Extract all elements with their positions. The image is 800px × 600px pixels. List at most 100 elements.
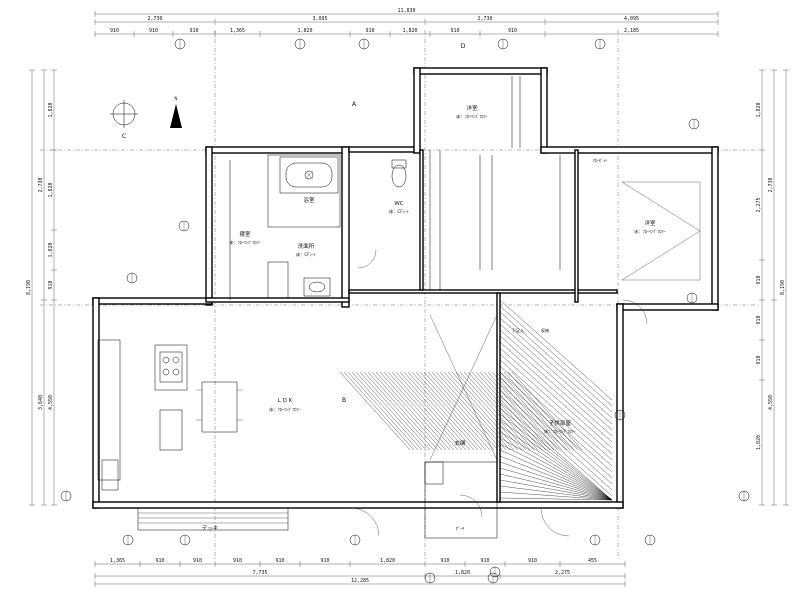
hatch-line	[383, 371, 455, 451]
hatch-line	[499, 395, 613, 497]
hatch-line	[443, 371, 515, 451]
dim-right-col-label: 910	[756, 275, 762, 284]
hatch-line	[499, 377, 613, 479]
room-name-ldk: L D K	[278, 398, 293, 404]
room-name-washroom: 洗面所	[298, 242, 315, 250]
room-name-kids-room: 子供部屋	[549, 419, 572, 427]
hatch-line	[387, 371, 459, 451]
hatch-line	[499, 371, 613, 473]
label-shoe-box: 下足入	[512, 328, 525, 334]
hatch-line	[499, 449, 613, 501]
hatch-line	[503, 371, 575, 451]
hatch-line	[483, 371, 555, 451]
dim-left-total-label: 8,190	[26, 280, 32, 295]
room-floor-kids-room: 床：ﾌﾛｰﾘﾝｸﾞﾌﾛｱｰ	[544, 428, 575, 435]
dim-bottom-row2-label: 455	[588, 558, 597, 564]
dim-bottom-row2-label: 1,820	[380, 558, 395, 564]
grid-bubbles	[60, 38, 750, 584]
hatch-line	[499, 425, 613, 501]
hatch-line	[403, 371, 475, 451]
section-tags: A B C D	[122, 43, 466, 404]
section-tag-d: D	[461, 43, 466, 50]
section-tag-c: C	[122, 133, 126, 140]
dim-bottom-row1-label: 2,275	[555, 570, 570, 576]
hatch-line	[499, 443, 613, 501]
hatch-line	[479, 371, 551, 451]
hatch-line	[471, 371, 543, 451]
kitchen-fixtures	[97, 339, 243, 491]
hatch-line	[499, 353, 613, 455]
dim-bottom-row2-label: 910	[528, 558, 537, 564]
hatch-line	[395, 371, 467, 451]
hatch-line	[407, 371, 479, 451]
dim-top-total-label: 11,830	[397, 8, 415, 14]
hatch-line	[499, 455, 613, 501]
grid-centerlines	[40, 30, 760, 560]
room-floor-washroom: 床：CFｼｰﾄ	[296, 251, 316, 258]
dim-right-col-label: 2,275	[756, 197, 762, 212]
section-tag-b: B	[342, 397, 346, 404]
dim-bottom-row2-label: 910	[275, 558, 284, 564]
room-name-east-room: 洋室	[644, 219, 656, 227]
hatch-line	[499, 359, 613, 461]
dim-left-col-label: 910	[48, 280, 54, 289]
dim-top-row2-label: 910	[110, 28, 119, 34]
hatch-line	[427, 371, 499, 451]
hatch-line	[375, 371, 447, 451]
hatch-line	[487, 371, 559, 451]
dim-bottom-row1-label: 1,820	[455, 570, 470, 576]
dim-right-sub-label: 4,550	[768, 395, 774, 410]
bathroom-fixtures	[267, 154, 407, 299]
dim-left-sub-label: 2,730	[38, 177, 44, 192]
dim-bottom-row2-label: 910	[320, 558, 329, 564]
dim-bottom-row2-label: 910	[233, 558, 242, 564]
stair-hatch-area	[339, 299, 613, 501]
hatch-line	[499, 401, 613, 501]
dim-bottom-row2-label: 910	[440, 558, 449, 564]
hatch-line	[351, 371, 423, 451]
dim-right-sub-label: 2,730	[768, 177, 774, 192]
dim-bottom-row2-label: 910	[480, 558, 489, 564]
hatch-line	[499, 347, 613, 449]
dim-left-col-label: 4,550	[48, 395, 54, 410]
room-name-wc: WC	[394, 201, 403, 207]
hatch-line	[499, 383, 613, 485]
exterior-walls	[92, 67, 719, 509]
hatch-line	[463, 371, 535, 451]
dim-top-row2-label: 1,365	[230, 28, 245, 34]
hatch-line	[499, 419, 613, 501]
hatch-line	[367, 371, 439, 451]
hatch-line	[499, 431, 613, 501]
hatch-line	[499, 407, 613, 501]
north-mark: N	[174, 96, 177, 101]
room-name-deck: デッキ	[202, 524, 219, 532]
hatch-line	[499, 305, 613, 407]
dim-top-row2-label: 910	[189, 28, 198, 34]
dim-top-row1-label: 3,095	[312, 16, 327, 22]
hatch-line	[363, 371, 435, 451]
dim-right-col-label: 1,820	[756, 435, 762, 450]
hatch-line	[499, 371, 571, 451]
label-porch: ﾎﾟｰﾁ	[456, 525, 464, 531]
hatch-line	[451, 371, 523, 451]
hatch-line	[499, 341, 613, 443]
dim-bottom-row2-label: 1,365	[110, 558, 125, 564]
dim-top-row2-label: 910	[365, 28, 374, 34]
hatch-line	[499, 467, 613, 501]
dim-bottom-row2-label: 910	[155, 558, 164, 564]
hatch-line	[347, 371, 419, 451]
room-name-entrance: 玄関	[454, 439, 466, 447]
dim-left-col-label: 1,820	[48, 182, 54, 197]
room-floor-bedroom: 床：ﾌﾛｰﾘﾝｸﾞﾌﾛｱｰ	[229, 239, 260, 246]
hatch-line	[339, 371, 411, 451]
hatch-line	[399, 371, 471, 451]
dim-bottom-total-label: 12,285	[351, 578, 369, 584]
label-closet: ｸﾛｰｾﾞｯﾄ	[593, 158, 608, 163]
hatch-line	[499, 491, 613, 501]
room-name-north-room: 洋室	[466, 104, 478, 112]
hatch-line	[359, 371, 431, 451]
